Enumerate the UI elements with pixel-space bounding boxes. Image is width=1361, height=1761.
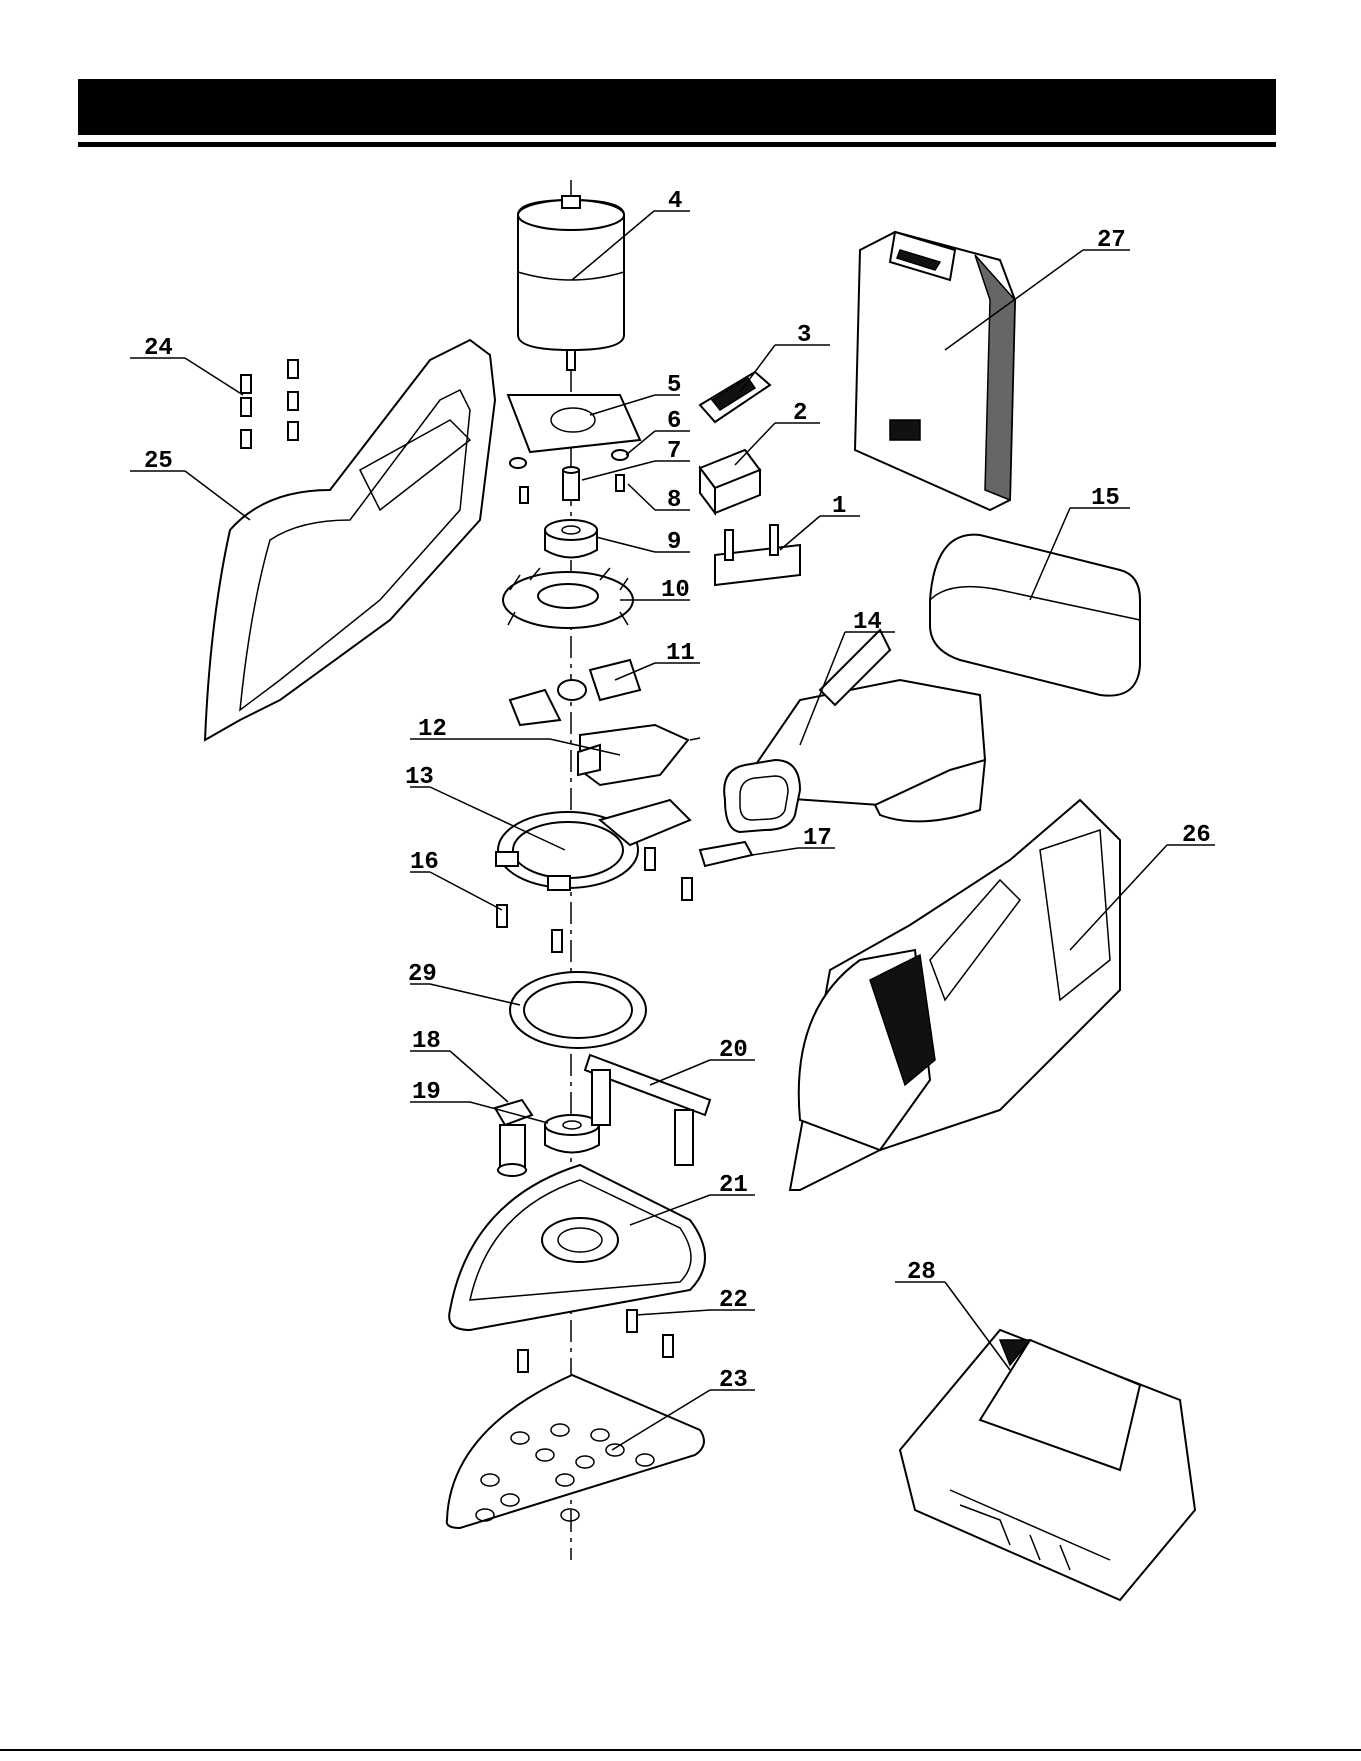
callout-1: 1 bbox=[832, 493, 846, 520]
part-seal-ring bbox=[510, 972, 646, 1048]
part-mounting-plate bbox=[508, 395, 640, 452]
part-screw-22c bbox=[518, 1350, 528, 1372]
callout-7: 7 bbox=[667, 438, 681, 465]
footer-rule bbox=[0, 1749, 1361, 1751]
part-gasket bbox=[700, 842, 752, 866]
part-bracket bbox=[578, 725, 700, 785]
part-base-plate bbox=[449, 1165, 705, 1330]
callout-9: 9 bbox=[667, 529, 681, 556]
callout-21: 21 bbox=[719, 1172, 748, 1199]
part-slide-switch bbox=[700, 372, 770, 422]
callout-8: 8 bbox=[667, 487, 681, 514]
callout-3: 3 bbox=[797, 322, 811, 349]
callout-4: 4 bbox=[668, 188, 682, 215]
part-shaft bbox=[563, 467, 579, 500]
part-screw-8 bbox=[616, 475, 624, 491]
callout-28: 28 bbox=[907, 1259, 936, 1286]
part-screw-left bbox=[520, 487, 528, 503]
callout-18: 18 bbox=[412, 1028, 441, 1055]
part-battery bbox=[855, 232, 1015, 510]
part-dust-port bbox=[724, 630, 985, 832]
callout-17: 17 bbox=[803, 825, 832, 852]
part-foot bbox=[495, 1100, 532, 1176]
callout-24: 24 bbox=[144, 335, 173, 362]
callout-6: 6 bbox=[667, 408, 681, 435]
callout-13: 13 bbox=[405, 764, 434, 791]
callout-19: 19 bbox=[412, 1079, 441, 1106]
part-screw-22b bbox=[663, 1335, 673, 1357]
part-rocker-switch bbox=[700, 450, 760, 513]
callout-5: 5 bbox=[667, 372, 681, 399]
part-sanding-sheet bbox=[447, 1375, 704, 1528]
callout-11: 11 bbox=[666, 640, 695, 667]
part-screw-16b bbox=[552, 930, 562, 952]
callout-27: 27 bbox=[1097, 227, 1126, 254]
callout-26: 26 bbox=[1182, 822, 1211, 849]
callout-20: 20 bbox=[719, 1037, 748, 1064]
part-washer-left bbox=[510, 458, 526, 468]
part-washer bbox=[612, 450, 628, 460]
callout-10: 10 bbox=[661, 577, 690, 604]
part-screws-24 bbox=[241, 360, 298, 448]
callout-2: 2 bbox=[793, 400, 807, 427]
callout-29: 29 bbox=[408, 961, 437, 988]
part-bushing bbox=[545, 1115, 599, 1153]
part-fan-housing bbox=[496, 800, 690, 890]
callout-14: 14 bbox=[853, 609, 882, 636]
part-dust-bag bbox=[930, 535, 1140, 696]
part-screw-13a bbox=[645, 848, 655, 870]
callout-25: 25 bbox=[144, 448, 173, 475]
part-charger bbox=[900, 1330, 1195, 1600]
callout-23: 23 bbox=[719, 1367, 748, 1394]
callout-16: 16 bbox=[410, 849, 439, 876]
part-terminal-block bbox=[715, 525, 800, 585]
part-bridge bbox=[585, 1055, 710, 1165]
part-motor bbox=[518, 196, 624, 370]
part-screw-22a bbox=[627, 1310, 637, 1332]
part-screw-13b bbox=[682, 878, 692, 900]
part-fan bbox=[503, 568, 633, 628]
callout-15: 15 bbox=[1091, 485, 1120, 512]
part-assembled-sander bbox=[790, 800, 1120, 1190]
part-bearing bbox=[545, 520, 597, 558]
callout-12: 12 bbox=[418, 716, 447, 743]
part-counterweight bbox=[510, 660, 640, 725]
callout-22: 22 bbox=[719, 1287, 748, 1314]
